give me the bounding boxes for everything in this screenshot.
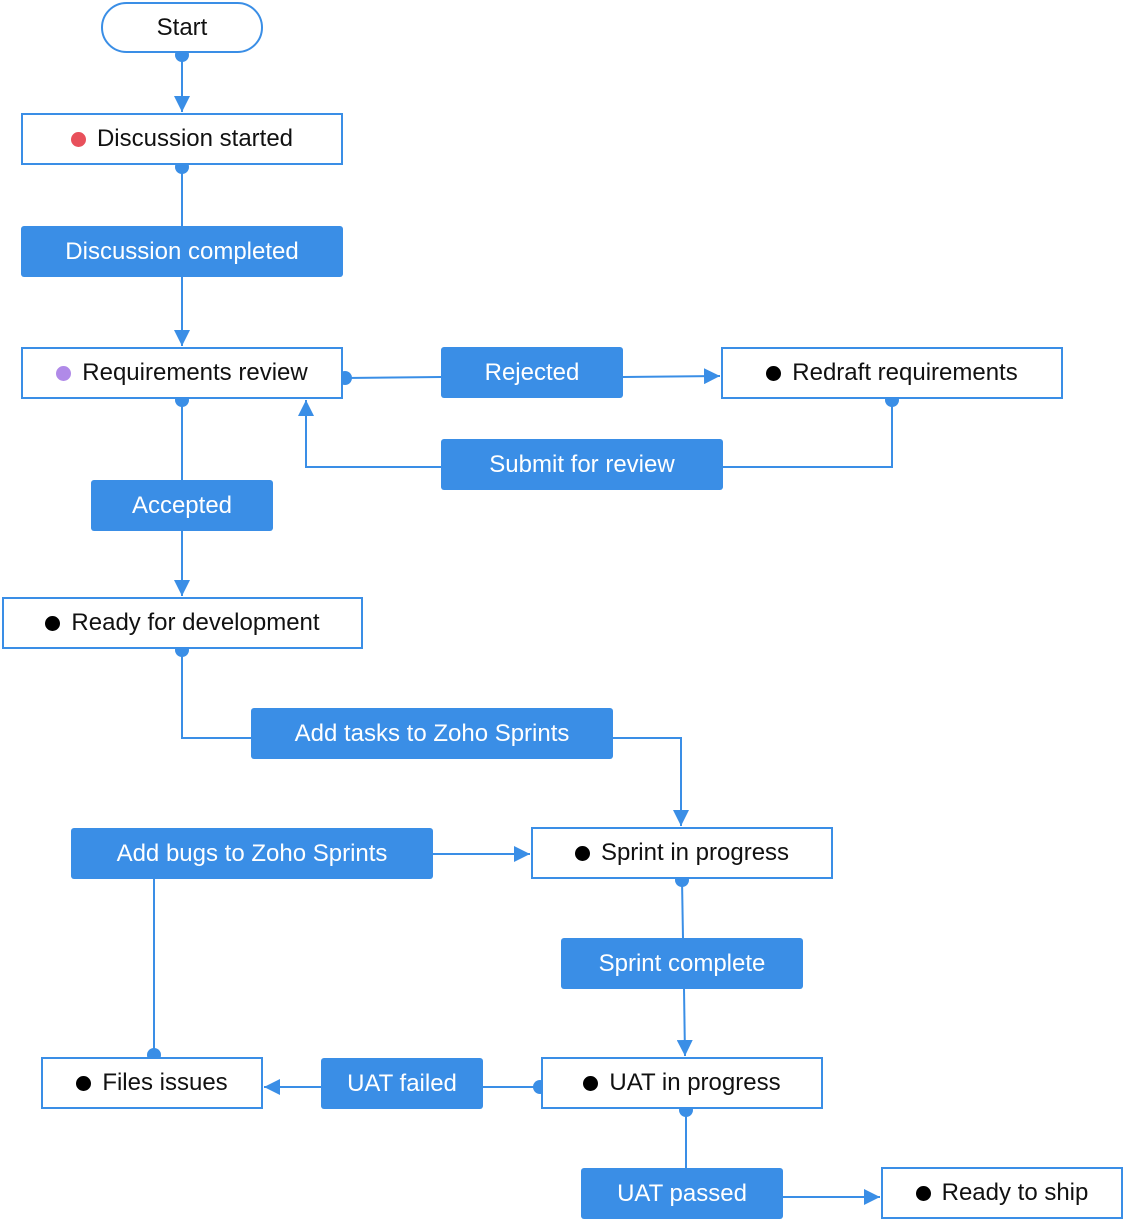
state-label: Sprint in progress [600,839,790,866]
state-sprint-in-progress[interactable]: Sprint in progress [531,827,833,879]
transition-label: Discussion completed [65,237,299,265]
transition-add-tasks[interactable]: Add tasks to Zoho Sprints [251,708,613,759]
state-files-issues[interactable]: Files issues [41,1057,263,1109]
edge-submit-for-review-to-requirements-review [298,400,441,468]
transition-rejected[interactable]: Rejected [441,347,623,398]
status-dot-purple [56,365,72,381]
transition-label: Rejected [484,358,580,386]
state-label: Ready to ship [941,1179,1089,1206]
transition-label: UAT passed [617,1179,747,1207]
state-label: Requirements review [82,359,308,386]
state-ready-to-ship[interactable]: Ready to ship [881,1167,1123,1219]
edge-requirements-review-to-rejected [344,376,442,379]
edge-redraft-to-submit-for-review [723,400,893,468]
status-dot-black [45,615,61,631]
transition-label: Submit for review [489,450,675,478]
state-requirements-review[interactable]: Requirements review [21,347,343,399]
edge-ready-for-development-to-add-tasks [181,650,251,739]
state-label: Redraft requirements [792,359,1018,386]
edge-rejected-to-redraft [622,368,721,385]
state-uat-in-progress[interactable]: UAT in progress [541,1057,823,1109]
status-dot-black [76,1075,92,1091]
edge-sprint-complete-to-uat-in-progress [676,988,693,1057]
state-label: Files issues [102,1069,228,1096]
state-label: UAT in progress [609,1069,781,1096]
transition-label: Add tasks to Zoho Sprints [294,719,570,747]
transition-label: Accepted [131,491,233,519]
status-dot-black [915,1185,931,1201]
status-dot-black [574,845,590,861]
start-node[interactable]: Start [101,2,263,53]
transition-uat-passed[interactable]: UAT passed [581,1168,783,1219]
status-dot-red [70,131,86,147]
transition-sprint-complete[interactable]: Sprint complete [561,938,803,989]
transition-discussion-completed[interactable]: Discussion completed [21,226,343,277]
state-redraft-requirements[interactable]: Redraft requirements [721,347,1063,399]
transition-label: Sprint complete [598,949,766,977]
transition-accepted[interactable]: Accepted [91,480,273,531]
transition-submit-for-review[interactable]: Submit for review [441,439,723,490]
transition-label: Add bugs to Zoho Sprints [116,839,388,867]
state-label: Ready for development [71,609,320,636]
state-label: Discussion started [96,125,294,152]
state-ready-for-development[interactable]: Ready for development [2,597,363,649]
transition-uat-failed[interactable]: UAT failed [321,1058,483,1109]
transition-label: UAT failed [347,1069,457,1097]
transition-add-bugs[interactable]: Add bugs to Zoho Sprints [71,828,433,879]
state-discussion-started[interactable]: Discussion started [21,113,343,165]
edge-add-tasks-to-sprint-in-progress [613,737,689,826]
start-label: Start [156,13,208,41]
edge-sprint-in-progress-to-sprint-complete [681,879,684,939]
status-dot-black [766,365,782,381]
status-dot-black [583,1075,599,1091]
